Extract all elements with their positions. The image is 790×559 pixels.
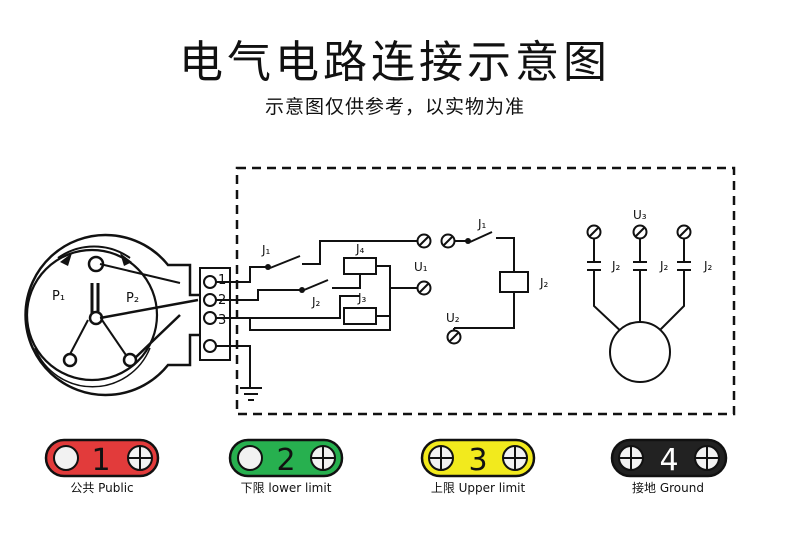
relay-label-j4: J₄ bbox=[355, 242, 365, 256]
control-box-outline bbox=[235, 166, 736, 416]
gauge-label-p2: P₂ bbox=[126, 291, 139, 306]
terminal-number-1: 1 bbox=[218, 273, 226, 288]
terminal-screw-icon bbox=[416, 280, 432, 296]
legend-item-lower-limit: 2 下限 lower limit bbox=[228, 438, 344, 495]
legend-item-upper-limit: 3 上限 Upper limit bbox=[420, 438, 536, 495]
contact-label-j2-left: J₂ bbox=[311, 295, 321, 309]
gauge-label-p1: P₁ bbox=[52, 289, 65, 304]
contactor-label-j2-b: J₂ bbox=[659, 259, 669, 273]
legend-label-upper-limit: 上限 Upper limit bbox=[431, 481, 526, 495]
terminal-screw-icon bbox=[586, 224, 602, 240]
terminal-screw-icon bbox=[440, 233, 456, 249]
legend-number-1: 1 bbox=[91, 443, 110, 478]
motor-circuit bbox=[587, 238, 691, 383]
contact-label-j1-left: J₁ bbox=[261, 243, 271, 257]
legend-label-ground: 接地 Ground bbox=[632, 480, 704, 495]
legend-item-public: 1 公共 Public bbox=[44, 438, 160, 495]
pressure-gauge bbox=[24, 233, 207, 397]
control-wiring bbox=[216, 231, 529, 401]
terminal-screw-icon bbox=[446, 329, 462, 345]
legend-label-public: 公共 Public bbox=[70, 481, 133, 495]
contact-label-j1-right: J₁ bbox=[477, 217, 487, 231]
legend-item-ground: 4 接地 Ground bbox=[610, 438, 728, 495]
terminal-number-3: 3 bbox=[218, 313, 226, 328]
supply-label-u2: U₂ bbox=[446, 311, 460, 325]
page-subtitle: 示意图仅供参考，以实物为准 bbox=[264, 96, 525, 118]
legend-number-4: 4 bbox=[659, 443, 678, 478]
terminal-screw-icon bbox=[676, 224, 692, 240]
coil-label-j2: J₂ bbox=[539, 276, 549, 290]
page-title: 电气电路连接示意图 bbox=[179, 37, 611, 88]
terminal-screw-icon bbox=[416, 233, 432, 249]
supply-label-u1: U₁ bbox=[414, 260, 428, 274]
contactor-label-j2-a: J₂ bbox=[611, 259, 621, 273]
contactor-label-j2-c: J₂ bbox=[703, 259, 713, 273]
supply-label-u3: U₃ bbox=[633, 208, 647, 222]
legend-number-3: 3 bbox=[468, 443, 487, 478]
relay-label-j3: J₃ bbox=[357, 291, 367, 305]
legend-number-2: 2 bbox=[276, 443, 295, 478]
terminal-screw-icon bbox=[632, 224, 648, 240]
legend-label-lower-limit: 下限 lower limit bbox=[241, 481, 332, 495]
